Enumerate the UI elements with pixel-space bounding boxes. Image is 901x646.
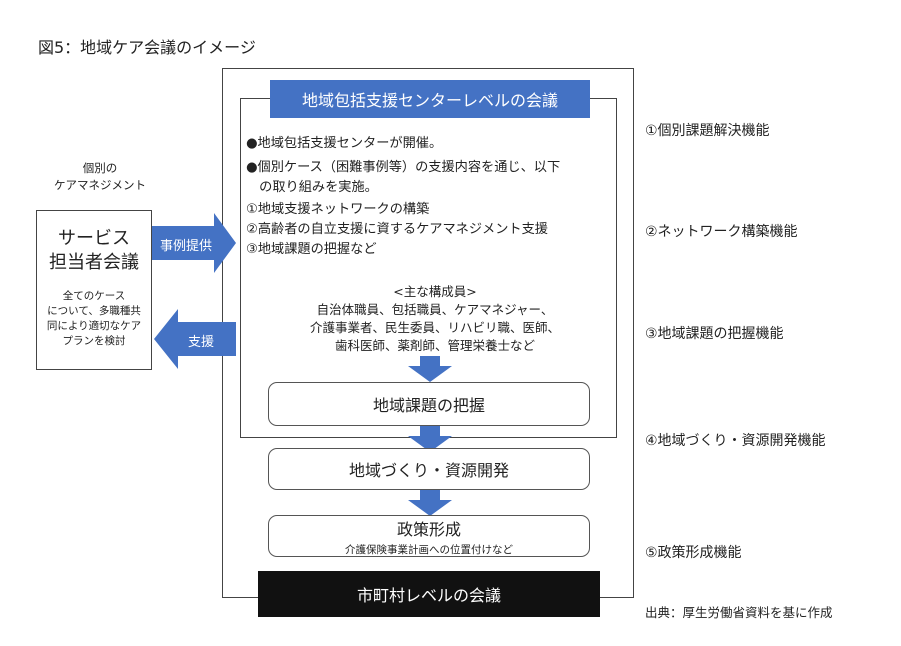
service-meeting-box: サービス 担当者会議 全てのケース について、多職種共 同により適切なケア プラ… xyxy=(36,210,152,370)
body-line-2: ●個別ケース（困難事例等）の支援内容を通じ、以下 xyxy=(246,160,561,175)
function-5: ⑤政策形成機能 xyxy=(645,545,742,561)
case-provision-label: 事例提供 xyxy=(160,239,213,254)
function-4: ④地域づくり・資源開発機能 xyxy=(645,433,826,449)
function-3: ③地域課題の把握機能 xyxy=(645,326,784,342)
grasp-issues-box: 地域課題の把握 xyxy=(268,382,590,426)
body-line-5: ②高齢者の自立支援に資するケアマネジメント支援 xyxy=(246,222,548,237)
function-1: ①個別課題解決機能 xyxy=(645,123,770,139)
center-level-meeting-label: 地域包括支援センターレベルの会議 xyxy=(301,91,558,110)
down-arrow-2 xyxy=(408,426,452,452)
function-2: ②ネットワーク構築機能 xyxy=(645,224,798,240)
body-line-1: ●地域包括支援センターが開催。 xyxy=(246,136,443,151)
support-label: 支援 xyxy=(188,335,215,350)
grasp-issues-label: 地域課題の把握 xyxy=(372,396,485,415)
desc-line: プランを検討 xyxy=(62,335,126,347)
center-level-frame xyxy=(240,98,617,438)
municipal-level-meeting-bar: 市町村レベルの会議 xyxy=(258,571,600,617)
individual-care-management-note: 個別の ケアマネジメント xyxy=(40,160,160,194)
right-arrow-case-provision xyxy=(152,213,236,273)
development-box: 地域づくり・資源開発 xyxy=(268,448,590,490)
members-block: <主な構成員> 自治体職員、包括職員、ケアマネジャー、 介護事業者、民生委員、リ… xyxy=(260,283,610,355)
desc-line: について、多職種共 xyxy=(47,305,141,317)
service-title-line: サービス xyxy=(58,228,130,249)
body-line-4: ①地域支援ネットワークの構築 xyxy=(246,202,430,217)
service-title-line: 担当者会議 xyxy=(49,252,139,273)
policy-box: 政策形成 介護保険事業計画への位置付けなど xyxy=(268,515,590,557)
members-line: 介護事業者、民生委員、リハビリ職、医師、 xyxy=(309,320,560,335)
members-line: 自治体職員、包括職員、ケアマネジャー、 xyxy=(316,302,554,317)
policy-label: 政策形成 xyxy=(396,519,461,539)
members-heading: <主な構成員> xyxy=(393,284,477,299)
left-arrow-support xyxy=(154,309,236,369)
source-note: 出典：厚生労働省資料を基に作成 xyxy=(645,605,833,620)
service-meeting-title: サービス 担当者会議 xyxy=(37,227,151,275)
center-level-meeting-header: 地域包括支援センターレベルの会議 xyxy=(270,80,590,118)
down-arrow-3 xyxy=(408,490,452,516)
desc-line: 同により適切なケア xyxy=(46,320,142,332)
body-line-6: ③地域課題の把握など xyxy=(246,242,377,257)
note-line: ケアマネジメント xyxy=(54,178,146,192)
members-line: 歯科医師、薬剤師、管理栄養士など xyxy=(334,338,535,353)
development-label: 地域づくり・資源開発 xyxy=(348,461,509,480)
municipal-level-meeting-label: 市町村レベルの会議 xyxy=(356,586,501,605)
down-arrow-1 xyxy=(408,356,452,382)
policy-sub-label: 介護保険事業計画への位置付けなど xyxy=(345,543,513,556)
note-line: 個別の xyxy=(82,161,118,175)
desc-line: 全てのケース xyxy=(62,290,126,302)
service-meeting-desc: 全てのケース について、多職種共 同により適切なケア プランを検討 xyxy=(37,289,151,349)
body-line-3: の取り組みを実施。 xyxy=(246,180,378,195)
figure-title: 図5：地域ケア会議のイメージ xyxy=(38,38,256,57)
